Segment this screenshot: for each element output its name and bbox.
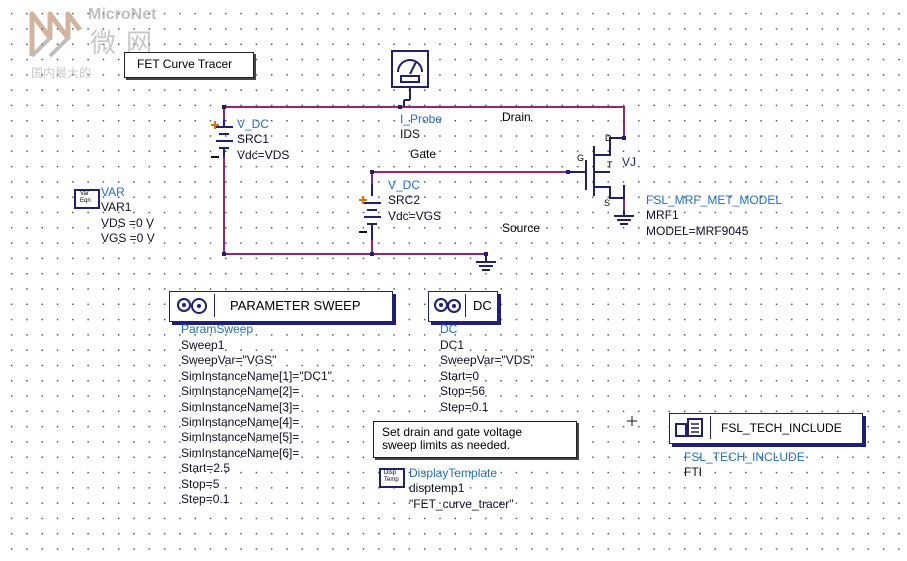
src2-type: V_DC xyxy=(388,178,421,192)
param-sweep-line: SweepVar="VGS" xyxy=(181,353,277,368)
ground-source-icon xyxy=(476,254,496,271)
dc-param-line: DC1 xyxy=(440,338,465,352)
dc-type: DC xyxy=(440,322,458,336)
var-eqn-icon[interactable]: Var Eqn xyxy=(74,189,100,209)
net-label-source[interactable]: Source xyxy=(502,221,541,235)
fet-symbol-icon xyxy=(568,137,625,199)
src1-labels[interactable]: V_DC SRC1 Vdc=VDS xyxy=(237,117,289,163)
param-sweep-type: ParamSweep xyxy=(181,322,254,336)
dc-param-line: Start=0 xyxy=(440,368,480,383)
src2-labels[interactable]: V_DC SRC2 Vdc=VGS xyxy=(388,178,441,224)
var-vds: VDS =0 V xyxy=(101,215,155,230)
dc-params[interactable]: DC1 SweepVar="VDS" Start=0 Stop=56 Step=… xyxy=(440,338,535,415)
param-sweep-line: SimInstanceName[6]= xyxy=(181,445,300,460)
param-sweep-line: SimInstanceName[3]= xyxy=(181,399,300,414)
ground-fet-icon xyxy=(614,210,634,225)
watermark: MicroNet 微网 国内最大的 xyxy=(28,6,188,84)
micronet-logo-icon xyxy=(29,11,82,58)
param-sweep-line: SimInstanceName[4]= xyxy=(181,414,300,429)
display-template-labels[interactable]: DisplayTemplate disptemp1 "FET_curve_tra… xyxy=(409,466,514,512)
disp-icon-line2: Temp xyxy=(384,477,399,483)
tech-include-component[interactable]: FSL_TECH_INCLUDE xyxy=(669,413,863,444)
param-sweep-icon xyxy=(172,294,215,317)
tech-include-labels[interactable]: FSL_TECH_INCLUDE FTI xyxy=(684,450,805,481)
iprobe-labels[interactable]: I_Probe IDS xyxy=(400,112,442,143)
watermark-brand: MicroNet xyxy=(88,6,157,23)
src1-param: Vdc=VDS xyxy=(237,147,290,162)
param-sweep-line: SimInstanceName[2]= xyxy=(181,384,300,399)
param-sweep-line: Sweep1 xyxy=(181,338,225,352)
param-sweep-line: SimInstanceName[1]="DC1" xyxy=(181,368,332,383)
dc-param-line: Step=0.1 xyxy=(440,399,489,414)
fet-model: MODEL=MRF9045 xyxy=(646,223,749,238)
net-label-drain[interactable]: Drain xyxy=(502,110,531,124)
display-template-icon[interactable]: Disp Temp xyxy=(379,468,405,488)
fet-tag: VJ xyxy=(622,155,637,169)
iprobe-type: I_Probe xyxy=(400,112,443,126)
iprobe-name: IDS xyxy=(400,127,421,142)
dc-param-line: SweepVar="VDS" xyxy=(440,353,535,368)
note-line2: sweep limits as needed. xyxy=(382,438,511,452)
param-sweep-line: Stop=5 xyxy=(181,476,220,491)
display-template-type: DisplayTemplate xyxy=(409,466,498,480)
var-type: VAR xyxy=(101,185,125,199)
src2-name: SRC2 xyxy=(388,193,421,208)
title-box[interactable]: FET Curve Tracer xyxy=(124,52,254,78)
title-box-text: FET Curve Tracer xyxy=(137,57,233,71)
src2-param: Vdc=VGS xyxy=(388,208,442,223)
var-labels[interactable]: VAR VAR1 VDS =0 V VGS =0 V xyxy=(101,185,155,247)
tech-include-title: FSL_TECH_INCLUDE xyxy=(721,421,842,435)
tech-include-name: FTI xyxy=(684,465,702,480)
param-sweep-line: Start=2.5 xyxy=(181,461,231,476)
param-sweep-line: SimInstanceName[5]= xyxy=(181,430,300,445)
src1-name: SRC1 xyxy=(237,132,270,147)
param-sweep-params[interactable]: Sweep1 SweepVar="VGS" SimInstanceName[1]… xyxy=(181,338,332,507)
fet-model-type: FSL_MRF_MET_MODEL xyxy=(646,193,783,207)
fet-name: MRF1 xyxy=(646,208,679,223)
fet-pin-s: S xyxy=(604,198,611,208)
tech-include-icon xyxy=(672,416,711,439)
fet-labels[interactable]: FSL_MRF_MET_MODEL MRF1 MODEL=MRF9045 xyxy=(646,193,782,239)
param-sweep-title: PARAMETER SWEEP xyxy=(230,298,361,313)
watermark-tagline: 国内最大的 xyxy=(31,66,92,80)
src1-type: V_DC xyxy=(237,117,270,131)
display-template-value: "FET_curve_tracer" xyxy=(409,496,514,511)
var-name: VAR1 xyxy=(101,200,132,215)
note-line1: Set drain and gate voltage xyxy=(382,425,523,439)
dc-title: DC xyxy=(473,298,492,313)
note-box[interactable]: Set drain and gate voltage sweep limits … xyxy=(373,421,577,458)
var-vgs: VGS =0 V xyxy=(101,231,155,246)
display-template-name: disptemp1 xyxy=(409,481,465,496)
dc-component[interactable]: DC xyxy=(428,291,498,322)
param-sweep-line: Step=0.1 xyxy=(181,491,230,506)
var-icon-line1: Var xyxy=(80,191,89,197)
var-icon-line2: Eqn xyxy=(80,198,91,204)
fet-pin-t: T xyxy=(607,160,613,170)
src1-battery-symbol xyxy=(216,120,233,157)
param-sweep-component[interactable]: PARAMETER SWEEP xyxy=(169,291,393,322)
dc-sim-icon xyxy=(431,294,466,317)
dc-param-line: Stop=56 xyxy=(440,384,486,399)
fet-pin-g: G xyxy=(577,153,585,163)
src2-battery-symbol xyxy=(364,184,381,240)
disp-icon-line1: Disp xyxy=(384,470,397,476)
net-label-gate[interactable]: Gate xyxy=(410,147,437,161)
iprobe-meter-icon xyxy=(391,50,429,107)
fet-pin-d: D xyxy=(605,133,612,143)
crosshair-cursor-icon xyxy=(627,416,637,426)
tech-include-type: FSL_TECH_INCLUDE xyxy=(684,450,805,464)
